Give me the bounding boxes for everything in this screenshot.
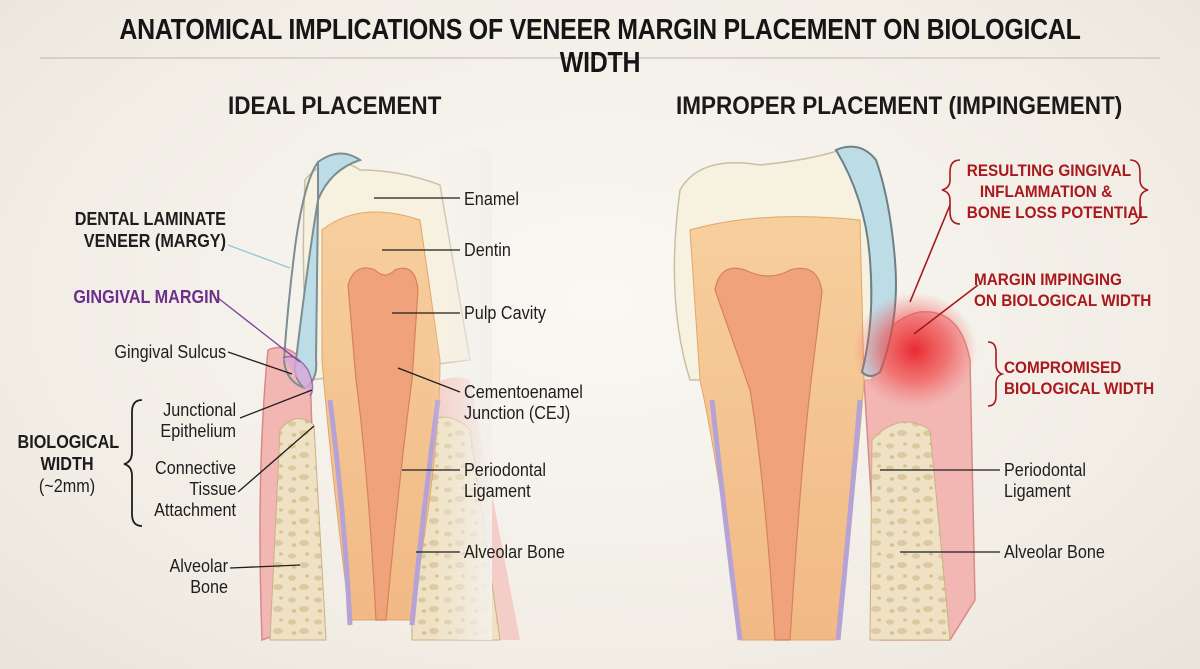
label-right-pdl-line1: Periodontal bbox=[1004, 460, 1086, 480]
label-compromised-line2: BIOLOGICAL WIDTH bbox=[1004, 379, 1155, 398]
label-impinging-line1: MARGIN IMPINGING bbox=[974, 270, 1122, 289]
label-inflammation-line1: RESULTING GINGIVAL bbox=[966, 161, 1132, 180]
label-biological-line3: (~2mm) bbox=[38, 476, 96, 496]
left-alveolar-bone-left bbox=[269, 418, 327, 641]
label-biological-line1: BIOLOGICAL bbox=[17, 432, 120, 452]
label-dentin: Dentin bbox=[464, 240, 511, 260]
label-alveolar-bone-right: Alveolar Bone bbox=[464, 542, 565, 562]
label-veneer-line2: VENEER (MARGY) bbox=[83, 231, 226, 251]
ideal-tooth-illustration bbox=[259, 150, 520, 642]
label-connective-line2: Tissue bbox=[188, 479, 236, 499]
label-alveolar-left-line2: Bone bbox=[190, 577, 228, 597]
label-alveolar-left-line1: Alveolar bbox=[169, 556, 228, 576]
label-pdl-line2: Ligament bbox=[464, 481, 531, 501]
ideal-placement-heading: IDEAL PLACEMENT bbox=[228, 92, 442, 120]
right-alert-lines bbox=[909, 159, 1149, 407]
left-leader-lines bbox=[217, 197, 461, 569]
label-right-alveolar-bone: Alveolar Bone bbox=[1004, 542, 1105, 562]
label-veneer-line1: DENTAL LAMINATE bbox=[74, 209, 226, 229]
label-junctional-line2: Epithelium bbox=[160, 421, 236, 441]
label-enamel: Enamel bbox=[464, 189, 519, 209]
left-fade bbox=[432, 150, 492, 640]
left-sulcus bbox=[282, 355, 314, 397]
left-veneer-outline bbox=[282, 161, 319, 389]
right-pdl-l bbox=[709, 399, 743, 641]
label-inflammation-line2: INFLAMMATION & bbox=[979, 182, 1113, 201]
left-pulp bbox=[347, 267, 419, 621]
page-title: ANATOMICAL IMPLICATIONS OF VENEER MARGIN… bbox=[119, 14, 1081, 79]
label-pulp-cavity: Pulp Cavity bbox=[464, 303, 546, 323]
label-compromised-line1: COMPROMISED bbox=[1004, 358, 1122, 377]
label-right-pdl-line2: Ligament bbox=[1004, 481, 1071, 501]
right-pdl bbox=[835, 399, 863, 641]
right-alveolar-bone bbox=[869, 421, 951, 641]
improper-placement-heading: IMPROPER PLACEMENT (IMPINGEMENT) bbox=[676, 92, 1123, 120]
inflammation-hotspot bbox=[853, 292, 977, 408]
label-biological-line2: WIDTH bbox=[40, 454, 94, 474]
label-gingival-sulcus: Gingival Sulcus bbox=[114, 342, 226, 362]
left-pdl bbox=[327, 399, 353, 626]
label-cej-line1: Cementoenamel bbox=[464, 382, 583, 402]
label-gingival-margin: GINGIVAL MARGIN bbox=[72, 287, 220, 307]
right-pulp bbox=[714, 267, 823, 641]
right-leader-lines bbox=[880, 469, 1000, 553]
label-connective-line3: Attachment bbox=[154, 500, 236, 520]
label-inflammation-line3: BONE LOSS POTENTIAL bbox=[966, 203, 1148, 222]
label-junctional-line1: Junctional bbox=[163, 400, 236, 420]
label-pdl-line1: Periodontal bbox=[464, 460, 546, 480]
label-cej-line2: Junction (CEJ) bbox=[464, 403, 571, 423]
label-impinging-line2: ON BIOLOGICAL WIDTH bbox=[974, 291, 1152, 310]
impingement-tooth-illustration bbox=[673, 145, 977, 641]
label-connective-line1: Connective bbox=[154, 458, 236, 478]
biological-width-brace bbox=[123, 399, 143, 527]
